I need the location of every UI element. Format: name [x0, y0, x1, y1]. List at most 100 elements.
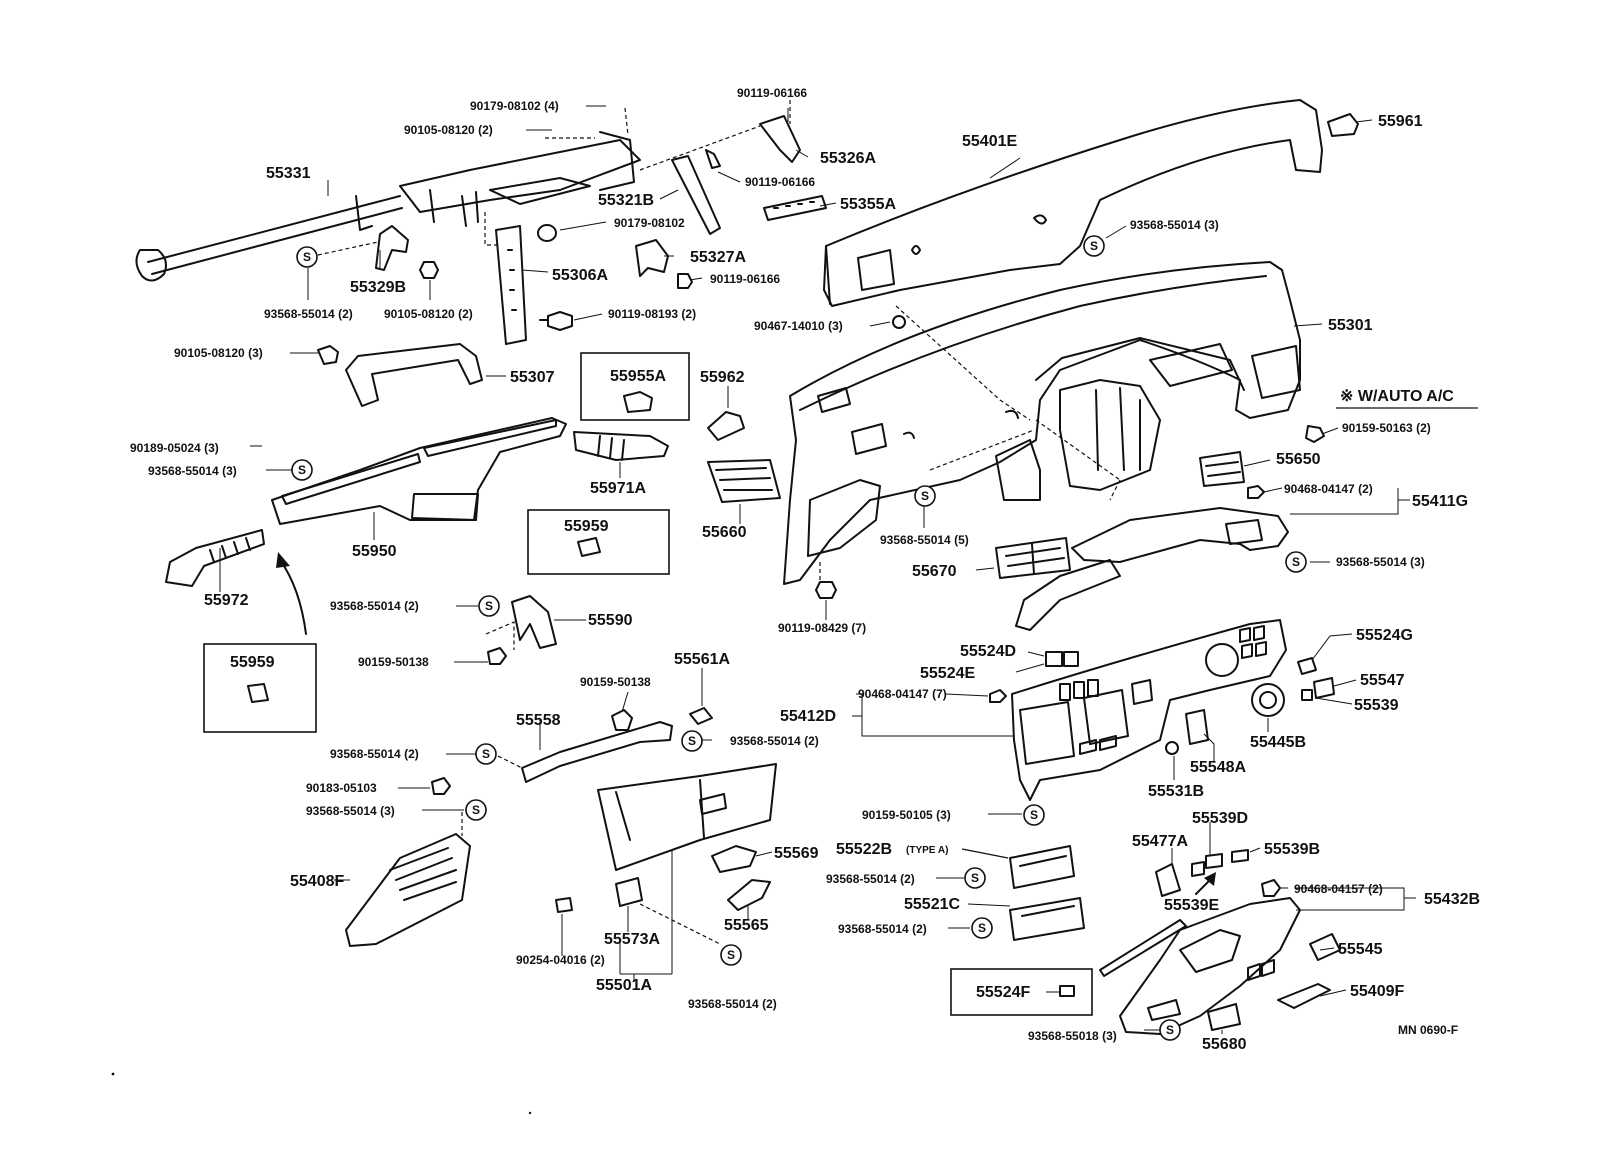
part-55432B-lower-panel [1119, 897, 1301, 1035]
part-55411G-lower [1015, 559, 1121, 631]
svg-text:S: S [727, 948, 735, 962]
label-55531B: 55531B [1148, 783, 1204, 800]
part-55539D-switch [1191, 853, 1223, 877]
part-55401E-top-cover [823, 99, 1323, 307]
label-90159-50138b: 90159-50138 [580, 675, 651, 689]
leader-lines [219, 105, 1416, 1034]
label-90468-04147-2: 90468-04147 (2) [1284, 482, 1373, 496]
label-55959-b: 55959 [230, 654, 275, 671]
label-55408F: 55408F [290, 873, 344, 890]
label-55545: 55545 [1338, 941, 1383, 958]
part-90159-50138-a [487, 647, 507, 665]
type-a-leader [961, 848, 1009, 859]
part-55539B-switch [1231, 849, 1249, 863]
label-55680: 55680 [1202, 1036, 1247, 1053]
dashed-line-f [1035, 419, 1121, 501]
label-55306A: 55306A [552, 267, 608, 284]
label-90119-06166b: 90119-06166 [745, 175, 815, 189]
label-55548A: 55548A [1190, 759, 1246, 776]
label-55524D: 55524D [960, 643, 1016, 660]
s-symbol-3: S [291, 459, 313, 481]
part-55524D-switch [1045, 651, 1079, 667]
part-55547-switch [1301, 677, 1335, 701]
label-55573A: 55573A [604, 931, 660, 948]
label-90468-04157-2: 90468-04157 (2) [1294, 882, 1383, 896]
s-symbol-1: S [296, 246, 318, 268]
label-90105-08120-3: 90105-08120 (3) [174, 346, 263, 360]
part-55408F-side-cover [345, 833, 471, 947]
svg-text:S: S [303, 250, 311, 264]
part-55972-duct [165, 529, 265, 587]
part-55409F-grille [1277, 983, 1331, 1009]
label-55401E: 55401E [962, 133, 1017, 150]
label-93568-55018-3: 93568-55018 (3) [1028, 1029, 1117, 1043]
dashed-line-h [497, 755, 523, 769]
part-55650-vent [1199, 451, 1245, 487]
s-symbol-7: S [681, 730, 703, 752]
part-55524F-strip [1099, 919, 1187, 977]
label-55307: 55307 [510, 369, 555, 386]
label-90159-50163-2: 90159-50163 (2) [1342, 421, 1431, 435]
label-55539E: 55539E [1164, 897, 1219, 914]
s-symbol-5: S [1285, 551, 1307, 573]
part-55531B-knob [1165, 741, 1179, 755]
label-93568-55014-2d: 93568-55014 (2) [330, 747, 419, 761]
label-93568-55014-3b: 93568-55014 (3) [148, 464, 237, 478]
part-55501A-glove-box [597, 763, 777, 871]
box-55524F [950, 968, 1093, 1016]
label-90159-50105-3: 90159-50105 (3) [862, 808, 951, 822]
label-90119-08193-2: 90119-08193 (2) [608, 307, 696, 321]
part-55950-top-rail [281, 419, 557, 505]
svg-text:S: S [971, 871, 979, 885]
part-55501A-edges [615, 779, 705, 841]
part-55326A-bracket [759, 115, 801, 163]
part-55573A-lock [615, 877, 643, 907]
part-55301-instrument-panel [783, 261, 1301, 585]
label-55590: 55590 [588, 612, 633, 629]
label-55539B: 55539B [1264, 841, 1320, 858]
label-55432B: 55432B [1424, 891, 1480, 908]
s-symbol-14: S [1159, 1019, 1181, 1041]
label-wauto-ac: ※ W/AUTO A/C [1340, 388, 1454, 405]
label-93568-55014-3a: 93568-55014 (3) [1130, 218, 1219, 232]
svg-text:S: S [482, 747, 490, 761]
label-90179-08102: 90179-08102 [614, 216, 685, 230]
label-90105-08120-2a: 90105-08120 (2) [404, 123, 493, 137]
part-labels: 55331 90179-08102 (4) 90105-08120 (2) 90… [130, 86, 1480, 1053]
part-55548A-plug [1185, 709, 1209, 745]
label-55327A: 55327A [690, 249, 746, 266]
part-55408F-ribs [389, 847, 457, 901]
part-55959-a [577, 537, 601, 557]
label-90119-06166c: 90119-06166 [710, 272, 780, 286]
label-55539-a: 55539 [1354, 697, 1399, 714]
label-type-a: (TYPE A) [906, 845, 948, 856]
part-55477A-switch [1155, 863, 1181, 897]
label-55972: 55972 [204, 592, 249, 609]
dashed-line-c [639, 100, 791, 171]
label-55955A: 55955A [610, 368, 666, 385]
svg-text:S: S [1090, 239, 1098, 253]
part-55670-vent [995, 537, 1071, 579]
label-90119-06166a: 90119-06166 [737, 86, 807, 100]
s-symbol-4: S [914, 485, 936, 507]
part-55521C-bezel [1009, 897, 1085, 941]
s-symbol-10: S [1023, 804, 1045, 826]
part-55959-b [247, 683, 269, 703]
label-55445B: 55445B [1250, 734, 1306, 751]
label-93568-55014-2e: 93568-55014 (2) [826, 872, 915, 886]
part-90119-08429-bolt [815, 581, 837, 599]
part-55660-vent [707, 459, 781, 503]
dashed-line-d [485, 621, 515, 650]
label-55660: 55660 [702, 524, 747, 541]
part-55355A-plate [763, 195, 827, 221]
label-93568-55014-2a: 93568-55014 (2) [264, 307, 353, 321]
part-90468-04147-clip [1247, 485, 1265, 499]
label-55521C: 55521C [904, 896, 960, 913]
part-55501A-handle [699, 793, 727, 815]
part-55307-bracket [345, 343, 483, 407]
label-90183-05103: 90183-05103 [306, 781, 377, 795]
part-90254-04016-pin [555, 897, 573, 913]
label-55561A: 55561A [674, 651, 730, 668]
box-55955A [580, 352, 690, 421]
